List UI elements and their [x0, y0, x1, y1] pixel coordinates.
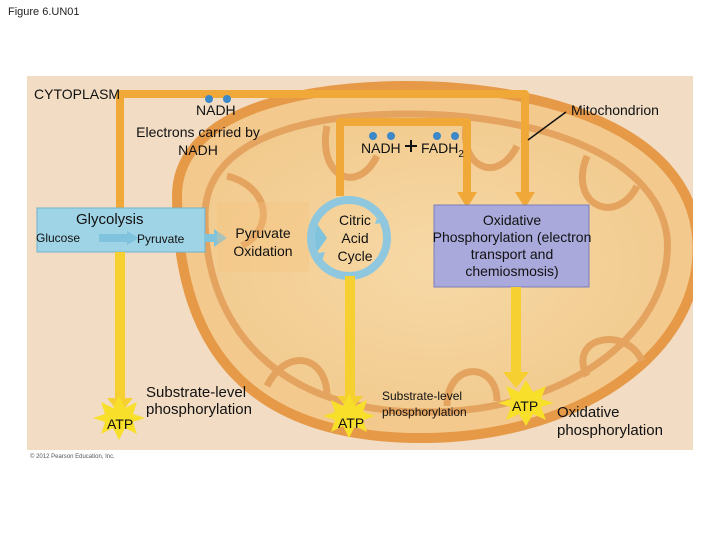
nadh-label-mid: NADH — [361, 140, 401, 156]
crista — [579, 336, 646, 378]
figure-label: Figure 6.UN01 — [8, 6, 80, 18]
substrate-level-label-2: Substrate-level phosphorylation — [382, 389, 467, 419]
glycolysis-box — [36, 207, 206, 253]
electron-dot — [451, 132, 459, 140]
atp-burst-2 — [323, 394, 375, 438]
electron-dot — [387, 132, 395, 140]
citric-acid-cycle-label: Citric Acid Cycle — [337, 212, 373, 264]
cytoplasm-label: CYTOPLASM — [34, 86, 121, 102]
atp-arrow-2 — [345, 276, 355, 398]
crista — [443, 368, 501, 407]
atp-label-3: ATP — [512, 398, 539, 414]
substrate-level-label-1: Substrate-level phosphorylation — [146, 384, 252, 418]
crista — [578, 154, 641, 211]
mitochondrion-label: Mitochondrion — [571, 102, 659, 118]
cytoplasm-panel — [27, 76, 693, 450]
oxphos-box-label: Oxidative Phosphorylation (electron tran… — [432, 212, 592, 279]
mitochondrion-pointer — [527, 111, 567, 141]
electron-dot — [433, 132, 441, 140]
pyruvate-oxidation-label: Pyruvate Oxidation — [233, 225, 293, 259]
atp-arrow-1 — [115, 252, 125, 400]
atp-label-2: ATP — [338, 415, 365, 431]
electron-arrow-nadh — [116, 90, 529, 209]
electrons-label: Electrons carried by NADH — [136, 124, 260, 158]
glucose-label: Glucose — [36, 231, 81, 245]
electron-arrow-head — [515, 192, 535, 208]
oxidative-phosphorylation-label: Oxidative phosphorylation — [557, 404, 663, 439]
electron-dot — [205, 95, 213, 103]
pyruvate-label: Pyruvate — [137, 232, 185, 246]
nadh-label-top: NADH — [196, 102, 236, 118]
pyruvate-oxidation-block — [217, 202, 309, 272]
fadh2-label: FADH2 — [421, 140, 464, 160]
electron-arrow-head — [457, 192, 477, 208]
diagram-graphic — [36, 80, 693, 444]
copyright-label: © 2012 Pearson Education, Inc. — [30, 454, 115, 460]
electron-dot — [223, 95, 231, 103]
atp-burst-3 — [498, 380, 554, 426]
crista — [263, 357, 331, 397]
atp-arrow-3 — [511, 287, 521, 373]
oxphos-box — [433, 204, 590, 288]
electron-arrow-fadh — [336, 118, 471, 196]
crista — [226, 172, 267, 250]
electron-dot — [369, 132, 377, 140]
atp-label-1: ATP — [107, 416, 134, 432]
glycolysis-label: Glycolysis — [76, 211, 144, 228]
atp-burst-1 — [93, 396, 145, 440]
